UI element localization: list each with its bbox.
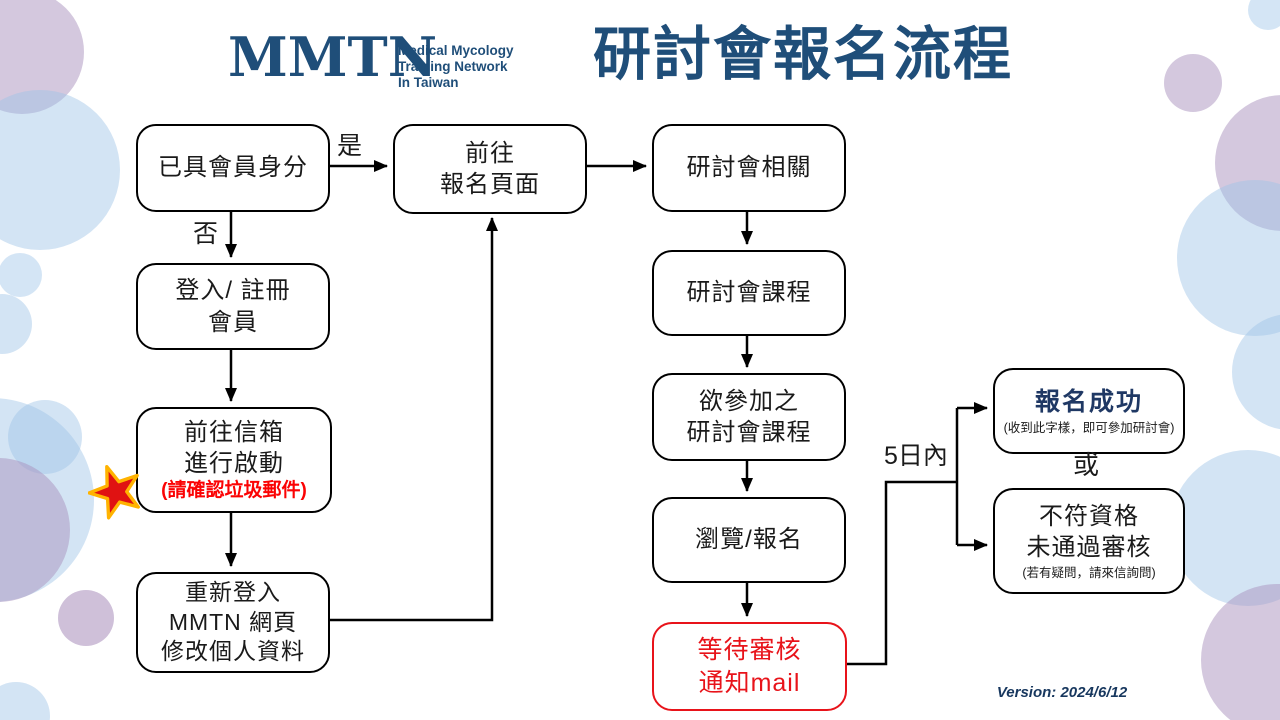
node-text: 研討會課程 <box>686 419 812 446</box>
arrow-relogin-to-registerpage <box>327 217 498 622</box>
flow-node-seminar-courses: 研討會課程 <box>652 250 846 336</box>
flow-node-mailbox-activate: 前往信箱 進行啟動 (請確認垃圾郵件) <box>136 407 332 513</box>
star-icon <box>88 465 140 520</box>
line-wait-to-branch <box>843 480 957 666</box>
flow-node-relogin: 重新登入 MMTN 網頁 修改個人資料 <box>136 572 330 673</box>
node-text: MMTN 網頁 <box>168 608 298 635</box>
flow-node-courses-to-join: 欲參加之 研討會課程 <box>652 373 846 461</box>
page-title: 研討會報名流程 <box>593 22 1014 87</box>
node-text: 報名頁面 <box>440 171 540 198</box>
rejected-note: (若有疑問，請來信詢問) <box>1022 566 1156 581</box>
flow-node-seminar-related: 研討會相關 <box>652 124 846 212</box>
node-text: 進行啟動 <box>184 450 284 478</box>
spam-warning-text: (請確認垃圾郵件) <box>161 480 307 502</box>
success-note: (收到此字樣，即可參加研討會) <box>1003 421 1175 436</box>
mmtn-logo-tagline: Medical Mycology Training Network In Tai… <box>398 43 514 91</box>
node-text: 研討會相關 <box>686 154 812 182</box>
flow-node-browse-register: 瀏覽/報名 <box>652 497 846 583</box>
node-text: 研討會課程 <box>686 279 812 307</box>
node-text: 前往信箱 <box>184 418 284 446</box>
flow-node-register-page: 前往 報名頁面 <box>393 124 587 214</box>
label-yes: 是 <box>337 132 363 160</box>
label-no: 否 <box>193 220 219 248</box>
node-text: 前往 <box>465 139 515 167</box>
flow-node-wait-review: 等待審核 通知mail <box>652 622 847 711</box>
flow-node-member-check: 已具會員身分 <box>136 124 330 212</box>
node-text: 已具會員身分 <box>158 154 308 182</box>
version-text: Version: 2024/6/12 <box>996 684 1128 701</box>
flow-node-success: 報名成功 (收到此字樣，即可參加研討會) <box>993 368 1185 454</box>
node-text: 登入/ 註冊 <box>175 277 291 305</box>
success-title: 報名成功 <box>1034 387 1143 416</box>
flow-node-rejected: 不符資格 未通過審核 (若有疑問，請來信詢問) <box>993 488 1185 594</box>
tagline-line: In Taiwan <box>398 74 459 90</box>
decorative-circle <box>0 253 42 297</box>
node-text: 不符資格 <box>1039 502 1139 530</box>
node-text: 重新登入 <box>185 578 281 605</box>
node-text: 瀏覽/報名 <box>695 526 803 554</box>
flow-node-login-register: 登入/ 註冊 會員 <box>136 263 330 350</box>
decorative-circle <box>58 590 114 646</box>
decorative-circle <box>1164 54 1222 112</box>
tagline-line: Training Network <box>398 58 508 74</box>
node-text: 會員 <box>208 308 258 336</box>
tagline-line: Medical Mycology <box>398 43 514 58</box>
node-text: 欲參加之 <box>699 387 799 415</box>
node-text: 通知mail <box>698 668 801 697</box>
label-or: 或 <box>1073 450 1100 480</box>
node-text: 修改個人資料 <box>161 638 305 665</box>
mmtn-logo: MMTN <box>228 25 438 89</box>
label-within-days: 5日內 <box>884 442 948 470</box>
node-text: 等待審核 <box>697 636 802 664</box>
node-text: 未通過審核 <box>1026 534 1152 561</box>
